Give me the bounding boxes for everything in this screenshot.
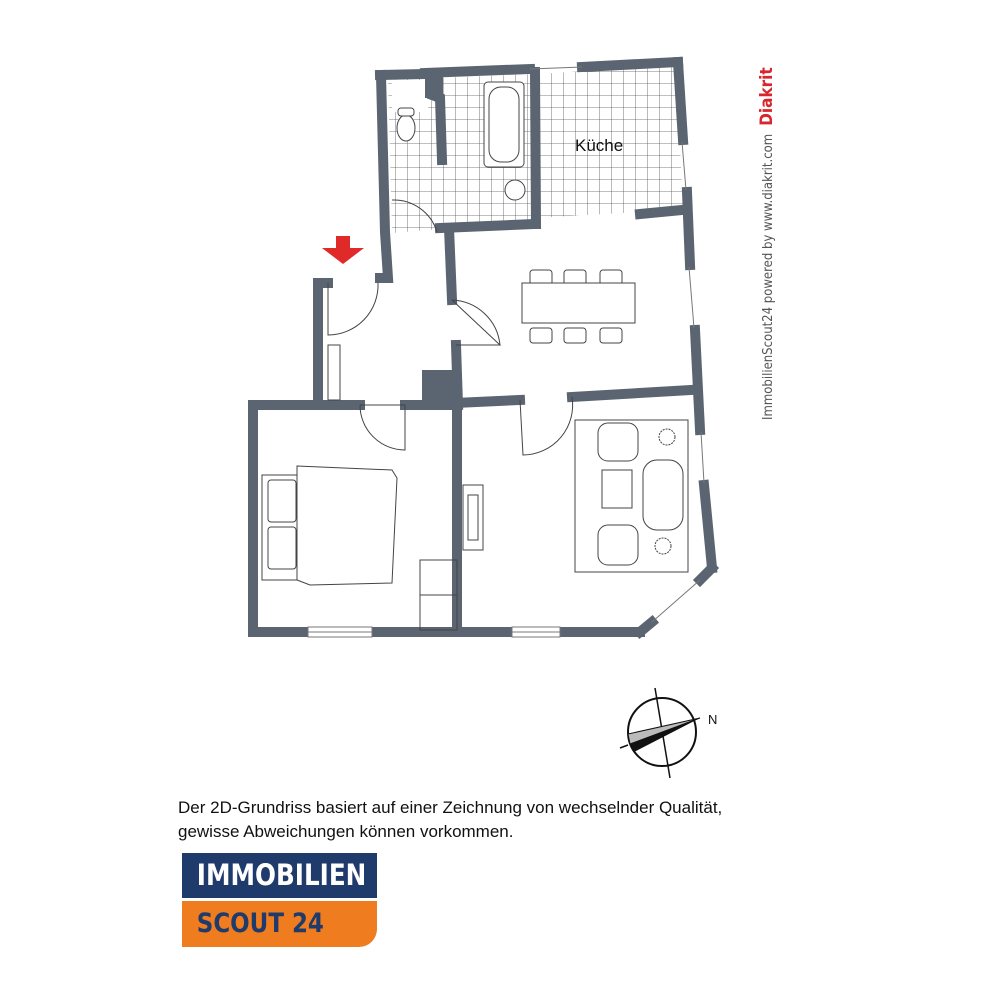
toilet	[396, 114, 416, 142]
sink	[504, 179, 526, 201]
compass-icon	[619, 687, 701, 779]
immobilienscout-logo-bottom: SCOUT 24	[182, 901, 377, 947]
provider-credit: ImmobilienScout24 powered by www.diakrit…	[757, 67, 777, 420]
wall-block-bath	[425, 72, 443, 98]
bed	[261, 465, 398, 586]
doors	[327, 199, 574, 631]
caption-line-2: gewisse Abweichungen können vorkommen.	[178, 822, 514, 841]
caption-line-1: Der 2D-Grundriss basiert auf einer Zeich…	[178, 798, 723, 817]
bath-clear-area	[392, 80, 428, 112]
walls	[248, 56, 720, 640]
living-furniture	[462, 419, 689, 573]
logo-bottom-text: SCOUT 24	[196, 908, 324, 939]
logo-top-text: IMMOBILIEN	[196, 858, 367, 892]
immobilienscout-logo-top: IMMOBILIEN	[182, 853, 377, 898]
wall-block	[422, 370, 456, 406]
kitchen-label: Küche	[575, 136, 623, 155]
kitchen-floor	[536, 66, 683, 218]
compass-north-label: N	[708, 712, 717, 727]
disclaimer-caption: Der 2D-Grundriss basiert auf einer Zeich…	[178, 796, 722, 844]
dining-table	[521, 282, 636, 324]
credit-text: ImmobilienScout24 powered by www.diakrit…	[761, 133, 776, 420]
dining-set	[521, 269, 636, 344]
diakrit-logo: Diakrit	[757, 67, 777, 126]
entrance-arrow-icon	[322, 236, 364, 264]
bathroom-fixtures	[396, 81, 526, 201]
windows	[307, 66, 705, 638]
